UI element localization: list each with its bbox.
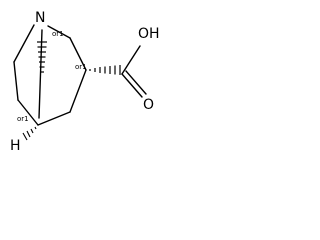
bond-n-ch2 xyxy=(47,25,71,39)
bond-c3-bridgehead xyxy=(17,99,39,126)
bond-c3-ch2b xyxy=(69,69,87,113)
bond-bridge xyxy=(38,29,43,119)
hydroxyl-label: OH xyxy=(138,26,160,42)
hashed-wedge-bridge xyxy=(37,41,47,73)
bond-ch2b-bridgehead xyxy=(37,111,71,126)
hashed-wedge-carboxyl xyxy=(89,65,121,75)
hashed-wedge-h xyxy=(22,126,37,141)
bond-c-o-double-2 xyxy=(125,70,147,95)
structure-canvas: N OH O H or1 or1 or1 xyxy=(0,0,170,160)
stereo-label-c5: or1 xyxy=(17,115,29,123)
carbonyl-oxygen-label: O xyxy=(143,97,154,113)
bond-c-oh xyxy=(121,45,141,75)
bond-c2-c3 xyxy=(13,61,19,101)
bond-ch2-c3 xyxy=(69,37,87,71)
stereo-label-c3: or1 xyxy=(75,63,87,71)
stereo-label-c1: or1 xyxy=(52,30,64,38)
molecule-structure: N OH O H or1 or1 or1 xyxy=(10,10,160,154)
bond-n-c2 xyxy=(13,24,35,63)
bridgehead-h-label: H xyxy=(10,138,21,154)
nitrogen-label: N xyxy=(35,10,45,26)
bond-c-o-double-1 xyxy=(121,73,143,98)
